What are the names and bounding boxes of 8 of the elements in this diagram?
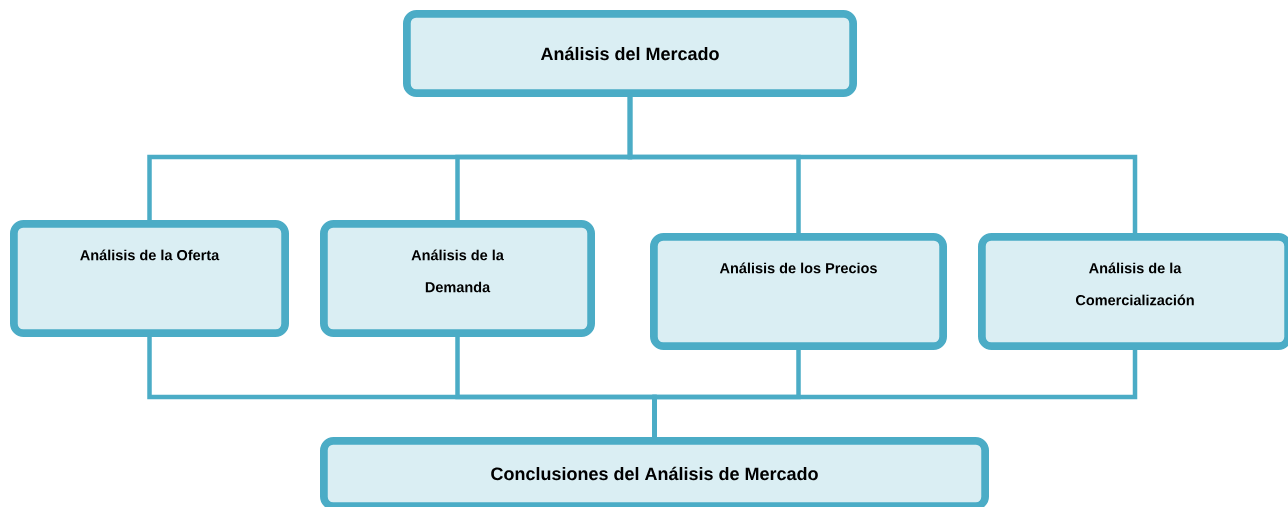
connector-line — [627, 97, 1138, 233]
process-box: Análisis de la Demanda — [320, 220, 595, 337]
process-box: Análisis de la Comercialización — [978, 233, 1288, 350]
process-box: Conclusiones del Análisis de Mercado — [320, 437, 989, 507]
connector-line — [652, 350, 1138, 437]
process-box: Análisis de los Precios — [650, 233, 947, 350]
process-box: Análisis de la Oferta — [10, 220, 289, 337]
title-box: Análisis del Mercado — [403, 10, 857, 97]
